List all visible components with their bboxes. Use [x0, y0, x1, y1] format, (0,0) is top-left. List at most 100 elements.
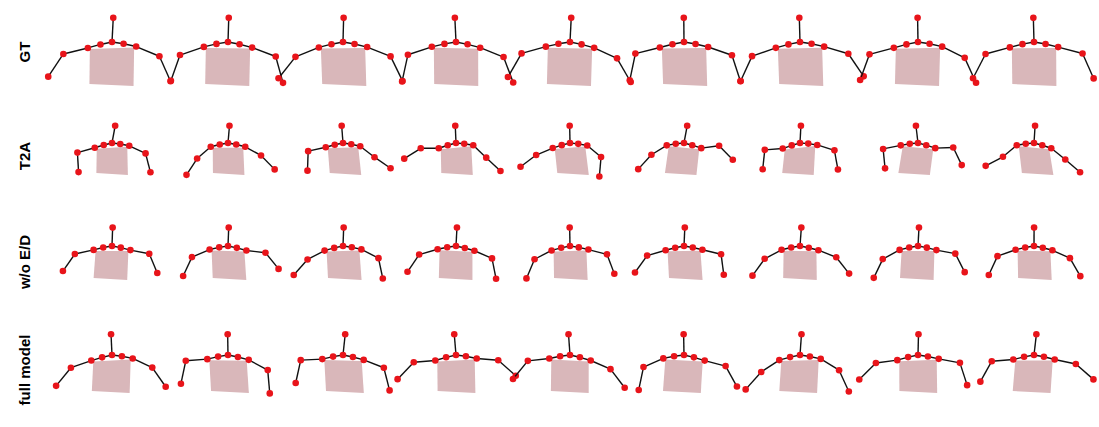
joint-dot [915, 331, 922, 338]
joint-dot [950, 144, 957, 151]
joint-dot [133, 43, 140, 50]
joint-dot [734, 383, 741, 390]
joint-dot [555, 41, 562, 48]
joint-dot [304, 256, 311, 263]
joint-dot [905, 354, 912, 361]
joint-dot [387, 165, 394, 172]
joint-dot [471, 247, 478, 254]
bone-line [869, 48, 893, 54]
torso-shape [439, 250, 473, 280]
joint-dot [915, 39, 922, 46]
joint-dot [684, 122, 691, 129]
joint-dot [156, 53, 163, 60]
joint-dot [797, 352, 804, 359]
joint-dot [410, 359, 417, 366]
joint-dot [109, 352, 116, 359]
joint-dot [225, 140, 232, 147]
bone-line [1058, 47, 1082, 53]
joint-dot [453, 352, 460, 359]
joint-dot [729, 156, 736, 163]
bone-line [276, 57, 283, 83]
joint-dot [162, 383, 169, 390]
joint-dot [671, 353, 678, 360]
joint-dot [432, 357, 439, 364]
joint-dot [880, 146, 887, 153]
bone-line [508, 53, 522, 77]
joint-dot [194, 155, 201, 162]
joint-dot [958, 162, 965, 169]
joint-dot [870, 275, 877, 282]
bone-line [859, 363, 876, 379]
joint-dot [691, 354, 698, 361]
joint-dot [669, 41, 676, 48]
joint-dot [493, 276, 500, 283]
joint-dot [891, 45, 898, 52]
joint-dot [856, 376, 863, 383]
joint-dot [977, 378, 984, 385]
joint-dot [305, 148, 312, 155]
joint-dot [434, 246, 441, 253]
joint-dot [720, 272, 727, 279]
torso-shape [665, 146, 699, 175]
joint-dot [60, 268, 67, 275]
joint-dot [873, 360, 880, 367]
joint-dot [225, 39, 232, 46]
joint-dot [266, 390, 273, 397]
joint-dot [925, 353, 932, 360]
joint-dot [737, 78, 744, 85]
joint-dot [807, 353, 814, 360]
joint-dot [558, 142, 565, 149]
joint-dot [567, 39, 574, 46]
joint-dot [331, 245, 338, 252]
torso-shape [1018, 251, 1052, 280]
bone-line [848, 54, 863, 77]
joint-dot [451, 331, 458, 338]
joint-dot [399, 78, 406, 85]
joint-dot [1067, 255, 1074, 262]
joint-dot [45, 73, 52, 80]
bone-line [398, 362, 414, 379]
joint-dot [584, 142, 591, 149]
joint-dot [1049, 247, 1056, 254]
joint-dot [797, 140, 804, 147]
row-label: T2A [16, 142, 33, 170]
joint-dot [796, 15, 803, 22]
torso-shape [328, 147, 361, 175]
torso-shape [668, 251, 703, 280]
joint-dot [330, 353, 337, 360]
joint-dot [1039, 142, 1046, 149]
joint-dot [915, 243, 922, 250]
joint-dot [548, 247, 555, 254]
joint-dot [1077, 169, 1084, 176]
joint-dot [558, 245, 565, 252]
joint-dot [1048, 145, 1055, 152]
joint-dot [857, 77, 864, 84]
joint-dot [100, 142, 107, 149]
joint-dot [699, 246, 706, 253]
joint-dot [1033, 331, 1040, 338]
bone-line [56, 368, 71, 386]
joint-dot [729, 52, 736, 59]
joint-dot [109, 243, 116, 250]
joint-dot [129, 355, 136, 362]
joint-dot [500, 54, 507, 61]
joint-dot [798, 331, 805, 338]
joint-dot [680, 15, 687, 22]
torso-shape [778, 48, 823, 86]
joint-dot [546, 355, 553, 362]
joint-dot [575, 141, 582, 148]
joint-dot [701, 357, 708, 364]
joint-dot [1022, 140, 1029, 147]
joint-dot [1031, 352, 1038, 359]
joint-dot [249, 44, 256, 51]
joint-dot [416, 251, 423, 258]
joint-dot [957, 360, 964, 367]
joint-dot [788, 244, 795, 251]
joint-dot [452, 15, 459, 22]
joint-dot [154, 270, 161, 277]
bone-line [391, 56, 403, 81]
joint-dot [233, 141, 240, 148]
joint-dot [328, 41, 335, 48]
joint-dot [215, 353, 222, 360]
bone-line [136, 47, 159, 57]
